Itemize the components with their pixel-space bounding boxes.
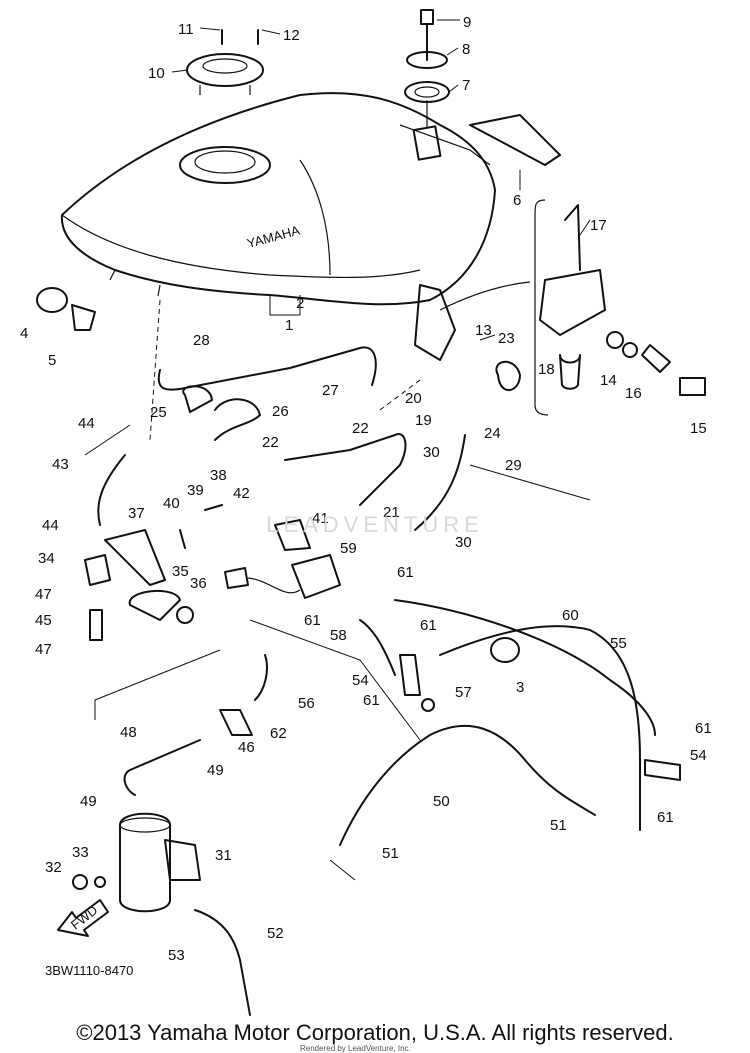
fuel-cock-assembly [414,281,531,391]
fuel-hoses [97,346,656,1016]
callout-37: 37 [128,505,145,522]
callout-5: 5 [48,352,56,369]
callout-39: 39 [187,482,204,499]
charcoal-canister [72,812,201,913]
callout-42: 42 [233,485,250,502]
callout-32: 32 [45,859,62,876]
callout-48: 48 [120,724,137,741]
callout-62: 62 [270,725,287,742]
callout-45: 45 [35,612,52,629]
callout-3: 3 [516,679,524,696]
callout-54-b: 54 [690,747,707,764]
callout-34: 34 [38,550,55,567]
callout-47-b: 47 [35,641,52,658]
callout-8: 8 [462,41,470,58]
callout-60: 60 [562,607,579,624]
callout-9: 9 [463,14,471,31]
callout-25: 25 [150,404,167,421]
fwd-arrow [57,899,109,937]
callout-52: 52 [267,925,284,942]
callout-24: 24 [484,425,501,442]
callout-38: 38 [210,467,227,484]
callout-13: 13 [475,322,492,339]
callout-2: 2 [296,295,304,312]
callout-10: 10 [148,65,165,82]
callout-61-f: 61 [657,809,674,826]
drawing-code: 3BW1110-8470 [45,963,133,978]
callout-54: 54 [352,672,369,689]
rendered-by-note: Rendered by LeadVenture, Inc. [300,1044,411,1053]
callout-29: 29 [505,457,522,474]
callout-1: 1 [285,317,293,334]
tank-bracket-stack [404,9,450,128]
callout-15: 15 [690,420,707,437]
callout-56: 56 [298,695,315,712]
callout-51: 51 [382,845,399,862]
callout-47: 47 [35,586,52,603]
callout-61-c: 61 [420,617,437,634]
assembly-outlines [94,295,421,881]
callout-28: 28 [193,332,210,349]
callout-61: 61 [397,564,414,581]
callout-49: 49 [207,762,224,779]
callout-57: 57 [455,684,472,701]
callout-50: 50 [433,793,450,810]
callout-12: 12 [283,27,300,44]
callout-22-b: 22 [262,434,279,451]
callout-21: 21 [383,504,400,521]
watermark-text: LEADVENTURE [266,512,484,537]
callout-numbers: 1 2 3 4 5 6 7 8 9 10 11 12 13 14 15 16 1… [20,14,712,964]
callout-41: 41 [312,510,329,527]
callout-4: 4 [20,325,28,342]
callout-61-e: 61 [695,720,712,737]
callout-11: 11 [178,21,194,38]
callout-33: 33 [72,844,89,861]
callout-44-b: 44 [42,517,59,534]
callout-59: 59 [340,540,357,557]
callout-17: 17 [590,217,607,234]
callout-23: 23 [498,330,515,347]
callout-53: 53 [168,947,185,964]
callout-35: 35 [172,563,189,580]
callout-46: 46 [238,739,255,756]
tank-brand-text: YAMAHA [245,222,301,251]
callout-55: 55 [610,635,627,652]
callout-7: 7 [462,77,470,94]
fuel-tank-illustration [60,92,496,306]
hose-fittings [182,385,681,781]
callout-31: 31 [215,847,232,864]
callout-30: 30 [423,444,440,461]
callout-49-b: 49 [80,793,97,810]
callout-30-b: 30 [455,534,472,551]
vacuum-parts-cluster [84,504,341,641]
callout-51-b: 51 [550,817,567,834]
callout-14: 14 [600,372,617,389]
callout-44: 44 [78,415,95,432]
callout-26: 26 [272,403,289,420]
tank-damper-pad [469,114,561,166]
fuel-cock-detail [534,199,706,416]
callout-leader-lines [84,19,591,501]
callout-36: 36 [190,575,207,592]
callout-61-d: 61 [363,692,380,709]
callout-58: 58 [330,627,347,644]
callout-18: 18 [538,361,555,378]
fwd-arrow-label: FWD [68,902,101,932]
fuel-cap-illustration [186,29,264,95]
callout-19: 19 [415,412,432,429]
callout-6: 6 [513,192,521,209]
callout-20: 20 [405,390,422,407]
copyright-notice: ©2013 Yamaha Motor Corporation, U.S.A. A… [76,1020,674,1045]
callout-16: 16 [625,385,642,402]
callout-43: 43 [52,456,69,473]
callout-61-b: 61 [304,612,321,629]
callout-40: 40 [163,495,180,512]
side-cover-fasteners [36,287,96,331]
callout-22: 22 [352,420,369,437]
callout-27: 27 [322,382,339,399]
